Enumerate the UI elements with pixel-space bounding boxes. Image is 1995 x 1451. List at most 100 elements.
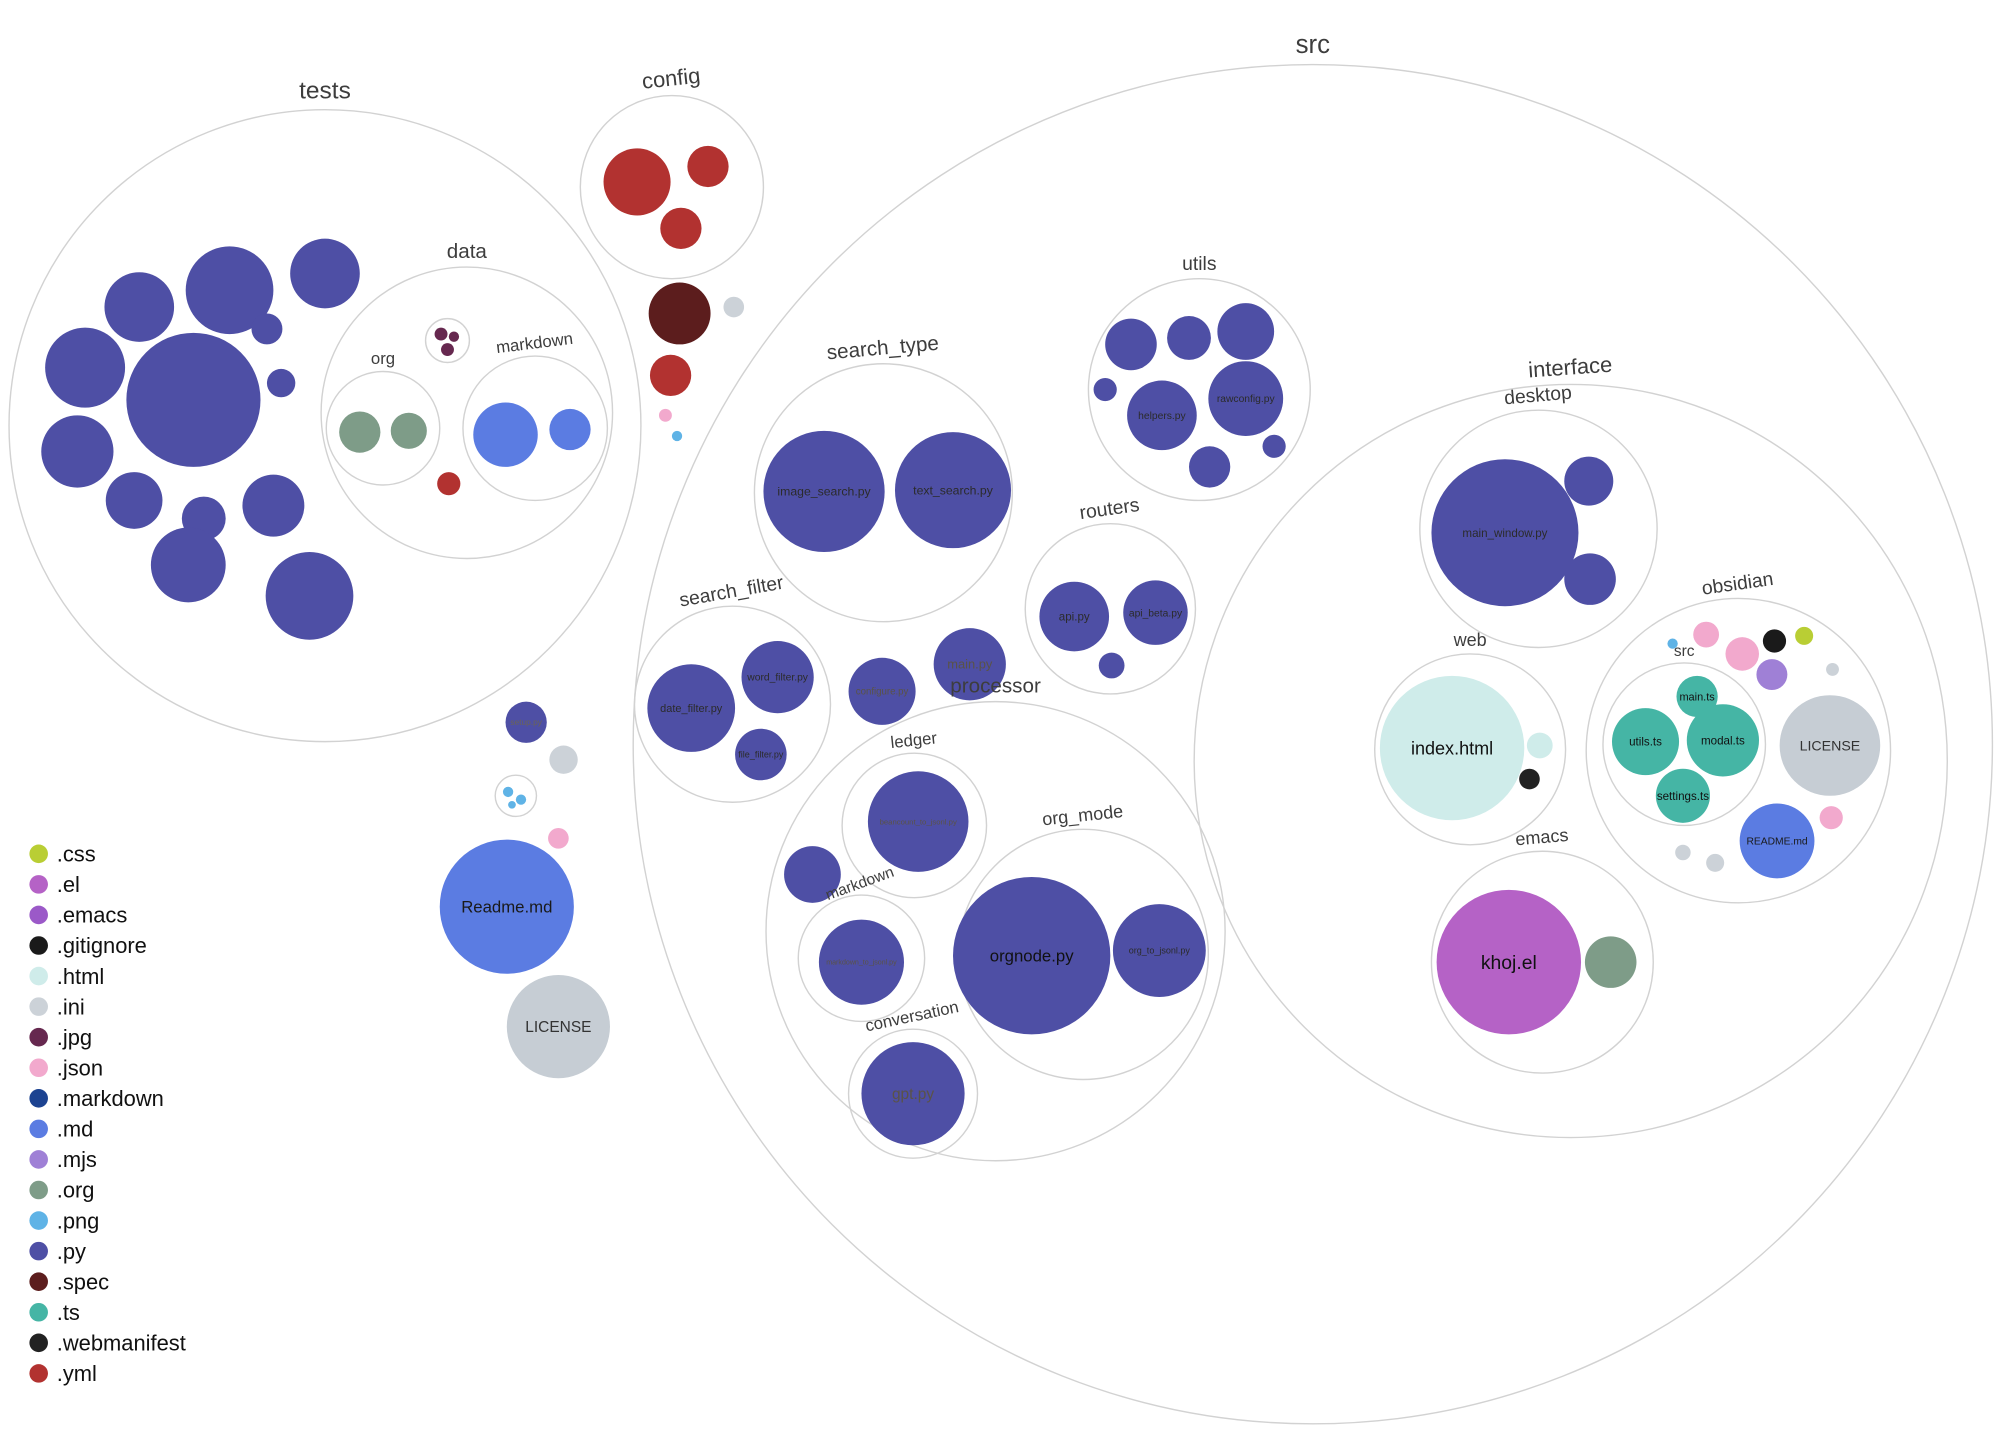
legend-dot-md xyxy=(29,1119,48,1139)
file-circle-.md xyxy=(473,402,538,467)
legend-label-ini: .ini xyxy=(57,994,85,1019)
dir-circle-unnamed xyxy=(494,774,538,818)
file-circle-.png xyxy=(1667,638,1678,649)
dir-circle-processor xyxy=(765,700,1226,1162)
dir-label-emacs: emacs xyxy=(1514,825,1569,850)
dir-label-obsidian: obsidian xyxy=(1700,568,1774,600)
file-circle-.ini xyxy=(1675,844,1691,861)
file-circle-main.py xyxy=(933,628,1006,701)
file-circle-.py xyxy=(290,238,360,309)
dir-circle-search_type xyxy=(753,363,1014,623)
dir-circle-markdown xyxy=(462,355,609,502)
dir-label-data: data xyxy=(447,240,488,263)
file-circle-.yml xyxy=(687,145,729,188)
file-circle-.png xyxy=(671,430,683,442)
file-circle-api.py xyxy=(1039,581,1110,652)
dir-circle-data xyxy=(320,266,614,560)
file-circle-index.html xyxy=(1379,675,1525,821)
dir-label-org: org xyxy=(371,349,395,368)
file-label-gpt.py: gpt.py xyxy=(892,1086,934,1103)
legend-label-gitignore: .gitignore xyxy=(57,933,147,958)
file-label-setup.py: setup.py xyxy=(510,717,542,727)
file-label-beancount_to_jsonl.py: beancount_to_jsonl.py xyxy=(880,817,957,826)
file-circle-.py xyxy=(45,327,126,408)
legend-dot-spec xyxy=(29,1272,48,1291)
dir-label-utils: utils xyxy=(1182,253,1216,275)
file-label-rawconfig.py: rawconfig.py xyxy=(1217,394,1276,405)
file-label-word_filter.py: word_filter.py xyxy=(746,673,809,684)
file-circle-.html xyxy=(1526,732,1553,759)
legend-dot-org xyxy=(29,1180,48,1200)
file-circle-text_search.py xyxy=(894,432,1012,549)
legend-label-css: .css xyxy=(57,842,96,867)
file-circle-image_search.py xyxy=(763,430,885,553)
file-label-main_window.py: main_window.py xyxy=(1462,527,1547,540)
legend-label-png: .png xyxy=(57,1208,100,1233)
dir-circle-ledger xyxy=(841,752,988,899)
file-circle-.json xyxy=(548,828,569,849)
file-circle-org_to_jsonl.py xyxy=(1112,904,1206,997)
dir-circle-interface xyxy=(1193,383,1948,1139)
file-circle-.css xyxy=(1795,626,1814,645)
legend-dot-webmanifest xyxy=(29,1333,48,1353)
file-circle-.ini xyxy=(549,745,578,774)
legend-label-mjs: .mjs xyxy=(57,1147,97,1172)
dir-label-ledger: ledger xyxy=(890,728,939,752)
dir-circle-routers xyxy=(1024,522,1197,695)
dir-circle-utils xyxy=(1087,277,1311,502)
file-circle-.json xyxy=(658,408,672,422)
file-circle-.py xyxy=(1564,456,1614,506)
file-label-api_beta.py: api_beta.py xyxy=(1129,608,1183,619)
dir-label-org_mode: org_mode xyxy=(1041,801,1124,830)
legend-label-markdown: .markdown xyxy=(57,1086,164,1111)
file-label-modal.ts: modal.ts xyxy=(1701,734,1745,747)
dir-label-desktop: desktop xyxy=(1503,382,1572,410)
legend-label-json: .json xyxy=(57,1055,103,1080)
file-circle-LICENSE xyxy=(1779,695,1881,796)
legend-dot-css xyxy=(29,844,48,864)
legend-label-ts: .ts xyxy=(57,1300,80,1325)
file-circle-LICENSE xyxy=(506,975,610,1079)
file-circle-.py xyxy=(784,846,841,903)
file-label-main.ts: main.ts xyxy=(1679,691,1715,703)
file-circle-.json xyxy=(1819,806,1843,830)
file-label-markdown_to_jsonl.py: markdown_to_jsonl.py xyxy=(826,959,897,967)
file-circle-api_beta.py xyxy=(1123,580,1188,645)
file-circle-.py xyxy=(265,552,354,640)
file-label-api.py: api.py xyxy=(1059,611,1090,624)
file-circle-khoj.el xyxy=(1436,889,1582,1035)
file-circle-.py xyxy=(105,472,163,529)
file-circle-.jpg xyxy=(434,327,448,341)
file-circle-beancount_to_jsonl.py xyxy=(867,771,969,872)
file-circle-.gitignore xyxy=(1762,629,1787,653)
legend-dot-gitignore xyxy=(29,936,48,955)
file-circle-word_filter.py xyxy=(741,641,814,714)
file-circle-file_filter.py xyxy=(735,728,787,781)
dir-label-web: web xyxy=(1453,630,1487,650)
dir-circle-obsidian xyxy=(1585,597,1892,904)
file-circle-configure.py xyxy=(848,657,916,725)
dir-circle-emacs xyxy=(1430,850,1654,1074)
legend-dot-ts xyxy=(29,1302,48,1322)
file-circle-.png xyxy=(508,800,516,809)
file-label-Readme.md: Readme.md xyxy=(461,898,552,917)
file-label-file_filter.py: file_filter.py xyxy=(738,750,784,760)
file-circle-.yml xyxy=(660,207,702,249)
file-circle-.py xyxy=(266,368,296,398)
file-circle-.yml xyxy=(603,148,671,216)
file-circle-.webmanifest xyxy=(1519,768,1540,790)
legend-dot-jpg xyxy=(29,1027,48,1047)
legend-dot-mjs xyxy=(29,1150,48,1169)
legend-dot-json xyxy=(29,1058,48,1078)
file-circle-.mjs xyxy=(1756,659,1788,691)
legend-label-el: .el xyxy=(57,872,80,897)
file-label-text_search.py: text_search.py xyxy=(913,483,994,497)
legend-dot-markdown xyxy=(29,1089,48,1108)
file-circle-README.md xyxy=(1739,803,1815,879)
dir-label-search_type: search_type xyxy=(826,332,940,365)
dir-circle-src xyxy=(1602,662,1767,827)
legend-label-emacs: .emacs xyxy=(57,903,128,928)
file-label-utils.ts: utils.ts xyxy=(1629,736,1662,749)
file-label-orgnode.py: orgnode.py xyxy=(990,947,1074,966)
dir-label-src: src xyxy=(1296,31,1330,59)
